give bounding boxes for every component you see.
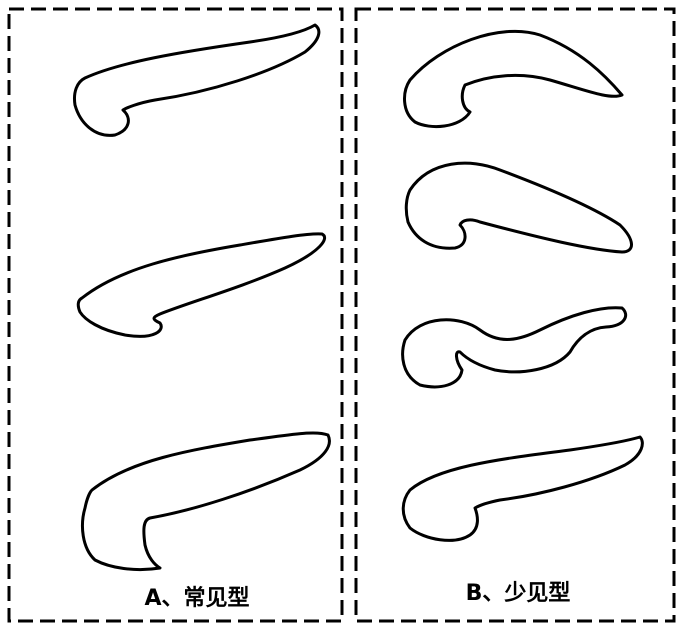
panel-b-caption: B、少见型	[466, 581, 571, 606]
pancreas-shape-b3	[403, 308, 626, 387]
pancreas-shape-a1	[74, 25, 318, 135]
pancreas-shape-a2	[78, 234, 324, 336]
pancreas-shape-b4	[403, 437, 642, 540]
panel-a-caption: A、常见型	[144, 585, 249, 611]
pancreas-shape-b1	[405, 31, 622, 126]
panel-b: B、少见型	[356, 9, 674, 621]
panel-a: A、常见型	[9, 9, 342, 621]
pancreas-shape-b2	[406, 163, 631, 252]
pancreas-shape-a3	[82, 433, 329, 570]
panel-a-dashed-border	[9, 9, 342, 621]
